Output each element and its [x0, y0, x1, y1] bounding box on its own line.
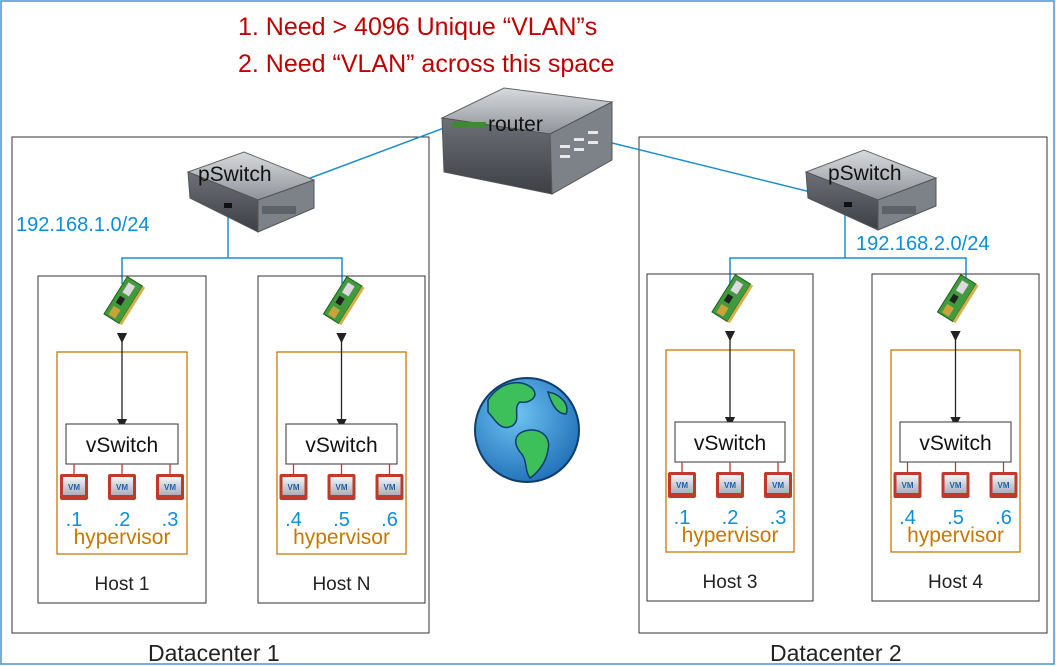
requirement-1: 1. Need > 4096 Unique “VLAN”s	[238, 13, 597, 41]
vm-ip: .5	[333, 509, 350, 531]
pswitch-2-label: pSwitch	[828, 162, 902, 185]
subnet-1: 192.168.1.0/24	[16, 214, 149, 236]
network-card-icon	[936, 273, 979, 324]
vm-label: VM	[164, 483, 176, 492]
host-box	[871, 273, 1040, 602]
vm-icon: VM	[60, 474, 88, 500]
vm-label: VM	[998, 481, 1010, 490]
vm-ip: .1	[674, 507, 691, 529]
pswitch-1-icon	[186, 151, 316, 233]
vswitch-label: vSwitch	[694, 432, 766, 455]
datacenter-2-box	[638, 136, 1048, 634]
host-name: Host 4	[928, 572, 983, 593]
vm-icon: VM	[989, 472, 1018, 498]
link-router-pswitch-2	[599, 139, 836, 199]
host-box	[257, 275, 426, 604]
vm-ip: .3	[162, 509, 179, 531]
network-card-icon	[711, 273, 754, 324]
link-router-pswitch-1	[304, 121, 461, 181]
hypervisor-label: hypervisor	[74, 526, 171, 549]
vm-ip: .3	[770, 507, 787, 529]
datacenter-2-label: Datacenter 2	[770, 640, 902, 666]
vm-icon: VM	[108, 474, 136, 500]
vswitch-label: vSwitch	[86, 434, 158, 457]
vm-ip: .6	[381, 509, 398, 531]
host-box	[37, 275, 207, 604]
hypervisor-label: hypervisor	[293, 526, 390, 549]
link-hosts-dc1	[121, 257, 343, 284]
vm-label: VM	[68, 483, 80, 492]
vm-icon: VM	[375, 474, 404, 500]
vm-ip: .1	[66, 509, 83, 531]
subnet-2: 192.168.2.0/24	[856, 233, 989, 255]
host-name: Host 1	[95, 574, 150, 595]
vm-label: VM	[724, 481, 736, 490]
datacenter-1-box	[11, 136, 430, 634]
vm-label: VM	[288, 483, 300, 492]
globe-icon	[474, 377, 580, 483]
vswitch-label: vSwitch	[919, 432, 991, 455]
vm-ip: .2	[722, 507, 739, 529]
requirement-2: 2. Need “VLAN” across this space	[238, 50, 615, 78]
vm-label: VM	[950, 481, 962, 490]
vm-label: VM	[772, 481, 784, 490]
vm-ip: .5	[947, 507, 964, 529]
vm-icon: VM	[764, 472, 792, 498]
vm-icon: VM	[668, 472, 696, 498]
pswitch-2-icon	[804, 149, 938, 231]
datacenter-1-label: Datacenter 1	[148, 640, 280, 666]
host-name: Host 3	[703, 572, 758, 593]
vm-ip: .4	[285, 509, 302, 531]
vm-label: VM	[116, 483, 128, 492]
vm-ip: .6	[995, 507, 1012, 529]
vm-icon: VM	[279, 474, 308, 500]
network-card-icon	[103, 275, 146, 326]
vm-icon: VM	[156, 474, 184, 500]
vm-label: VM	[902, 481, 914, 490]
vm-ip: .2	[114, 509, 131, 531]
host-box	[646, 273, 814, 602]
router-device-icon	[440, 87, 614, 195]
hypervisor-label: hypervisor	[682, 524, 779, 547]
vm-label: VM	[676, 481, 688, 490]
vm-icon: VM	[716, 472, 744, 498]
vm-ip: .4	[899, 507, 916, 529]
vswitch-box	[285, 423, 398, 465]
vm-icon: VM	[941, 472, 970, 498]
vm-icon: VM	[327, 474, 356, 500]
vswitch-box	[674, 421, 786, 463]
vswitch-label: vSwitch	[305, 434, 377, 457]
vm-label: VM	[384, 483, 396, 492]
host-name: Host N	[312, 574, 370, 595]
vm-icon: VM	[893, 472, 922, 498]
router-label: router	[488, 113, 543, 136]
vm-label: VM	[336, 483, 348, 492]
link-hosts-dc2	[729, 257, 967, 283]
hypervisor-label: hypervisor	[907, 524, 1004, 547]
network-card-icon	[322, 275, 365, 326]
pswitch-1-label: pSwitch	[198, 163, 272, 186]
